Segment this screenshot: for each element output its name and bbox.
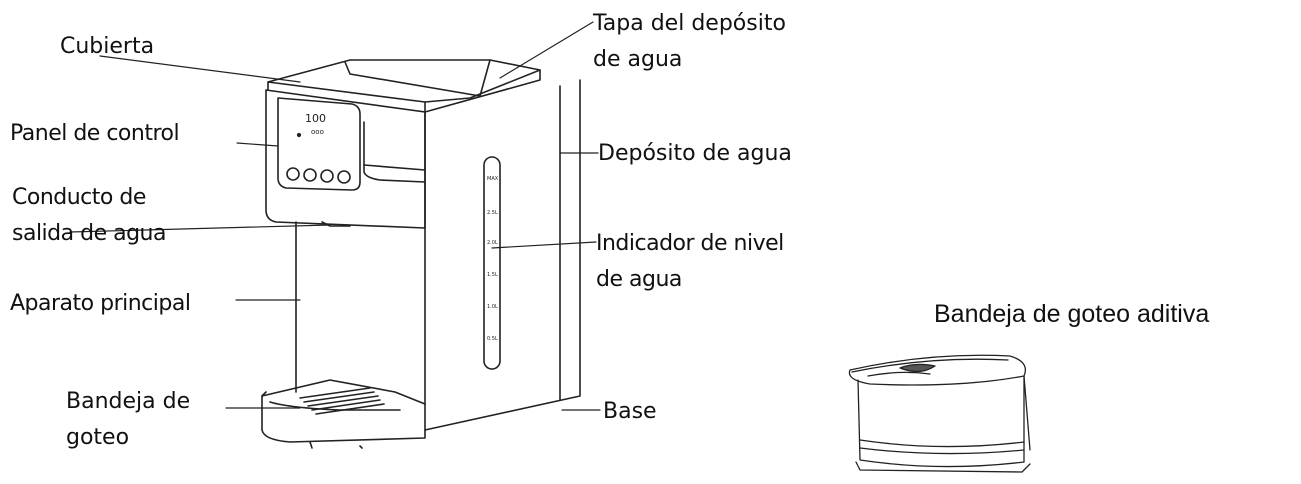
drip-tray: [261, 379, 426, 449]
label-base: Base: [603, 399, 657, 424]
label-deposito: Depósito de agua: [598, 141, 792, 166]
gauge-mark: 1.0L: [487, 304, 498, 310]
leader-cubierta: [99, 55, 301, 83]
label-indicador: Indicador de nivel de agua: [596, 231, 784, 292]
leader-indicador: [491, 241, 597, 249]
display-temperature: 100: [305, 112, 326, 125]
display-unit: ooo: [311, 128, 324, 136]
additive-tray-title: Bandeja de goteo aditiva: [934, 300, 1210, 328]
gauge-mark: 1.5L: [487, 272, 498, 278]
control-panel: [277, 97, 361, 191]
label-conducto: Conducto de salida de agua: [12, 185, 166, 246]
gauge-mark: 2.5L: [487, 210, 498, 216]
machine-cover: [267, 59, 541, 113]
leader-conducto: [69, 224, 331, 233]
water-tank: [424, 79, 581, 431]
label-panel: Panel de control: [10, 121, 180, 146]
water-level-indicator: [483, 156, 501, 370]
leader-lines: [69, 21, 601, 411]
main-body: [295, 221, 351, 393]
gauge-mark: 0.5L: [487, 336, 498, 342]
leader-tapa: [499, 21, 594, 79]
gauge-mark: MAX: [487, 176, 499, 182]
gauge-mark: 2.0L: [487, 240, 498, 246]
label-aparato: Aparato principal: [10, 291, 191, 316]
leader-panel: [236, 142, 279, 147]
machine-upper-housing: [265, 89, 426, 229]
additive-drip-tray: [848, 354, 1031, 473]
label-tapa: Tapa del depósito de agua: [593, 11, 786, 72]
label-cubierta: Cubierta: [60, 34, 155, 59]
label-bandeja: Bandeja de goteo: [66, 389, 191, 450]
